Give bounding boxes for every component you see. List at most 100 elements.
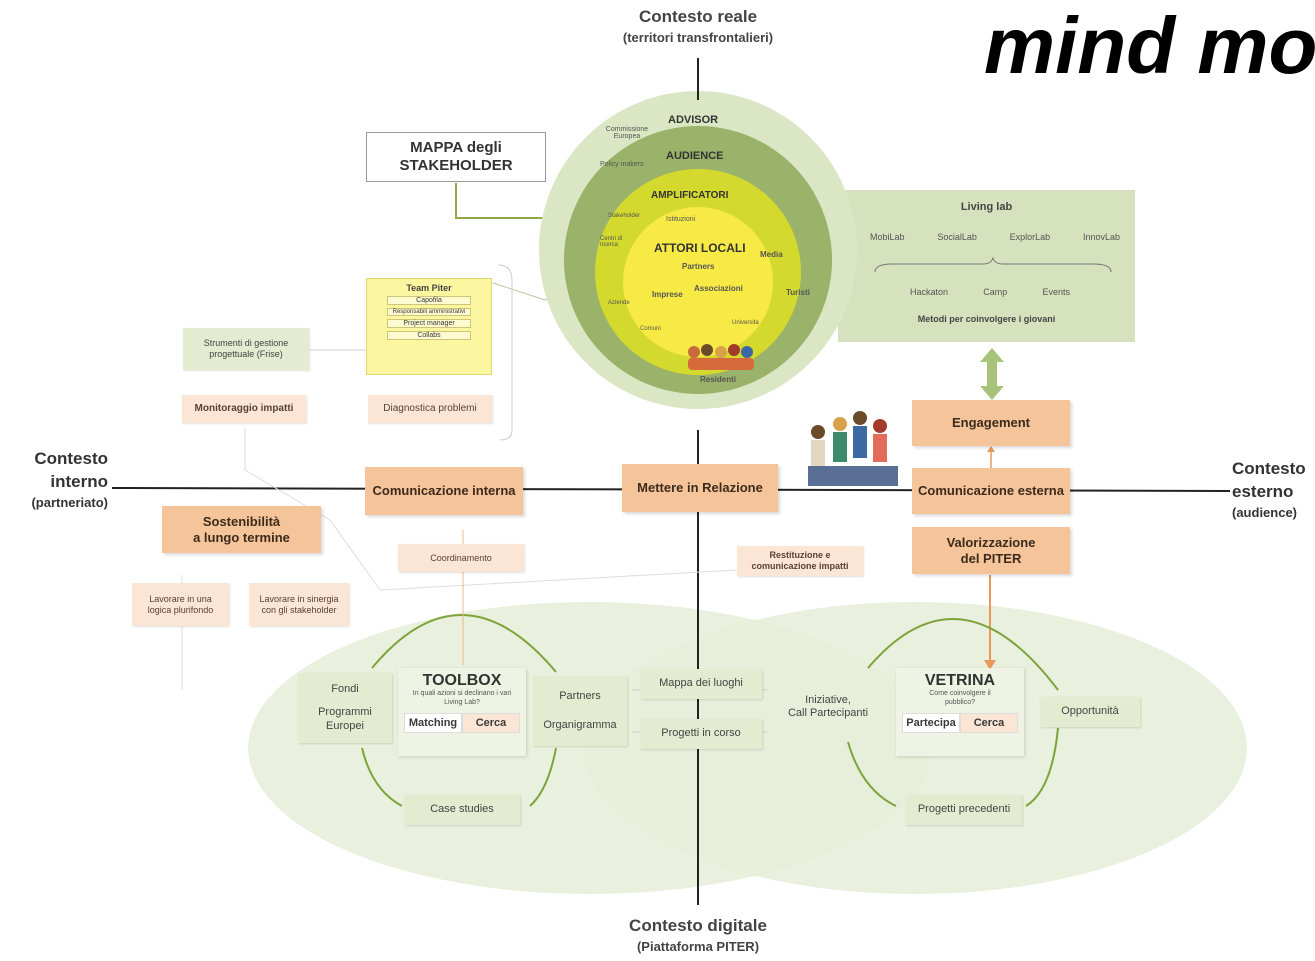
axis-right-sub: (audience) bbox=[1232, 504, 1298, 520]
toolbox-right-arc bbox=[529, 747, 557, 807]
lab-sociallab[interactable]: SocialLab bbox=[937, 232, 977, 242]
vetrina-cerca-button[interactable]: Cerca bbox=[960, 712, 1018, 733]
method-camp: Camp bbox=[983, 287, 1008, 297]
lavorare-sinergia-box: Lavorare in sinergia con gli stakeholder bbox=[249, 583, 349, 626]
axis-top-sub: (territori transfrontalieri) bbox=[622, 29, 774, 45]
opportunita-box[interactable]: Opportunità bbox=[1040, 697, 1140, 727]
living-lab-methods-caption: Metodi per coinvolgere i giovani bbox=[917, 314, 1056, 324]
residenti-label: Residenti bbox=[700, 375, 737, 384]
axis-bottom-title: Contesto digitale bbox=[629, 916, 767, 935]
toolbox-left-arc bbox=[361, 747, 403, 807]
team-piter-item-collabs: Collabs bbox=[387, 331, 471, 340]
monitoraggio-flow bbox=[244, 428, 738, 591]
team-piter-item-capofila: Capofila bbox=[387, 296, 471, 305]
axis-top-label: Contesto reale (territori transfrontalie… bbox=[598, 6, 798, 46]
axis-bottom-sub: (Piattaforma PITER) bbox=[636, 938, 760, 954]
living-lab-title: Living lab bbox=[960, 201, 1013, 213]
centri-label: Centri di ricerca bbox=[600, 236, 623, 248]
progetti-corso-box[interactable]: Progetti in corso bbox=[640, 719, 762, 749]
team-piter-item-pm: Project manager bbox=[387, 319, 471, 328]
fondi-label: Fondi bbox=[331, 683, 359, 696]
mappa-line2: STAKEHOLDER bbox=[399, 157, 513, 174]
turisti-label: Turisti bbox=[786, 288, 810, 297]
vetrina-buttons: Partecipa Cerca bbox=[902, 712, 1018, 733]
lavorare-plurifondo-box: Lavorare in una logica plurifondo bbox=[132, 583, 229, 626]
toolbox-matching-button[interactable]: Matching bbox=[404, 712, 462, 733]
toolbox-panel: TOOLBOX In quali azioni si declinano i v… bbox=[398, 668, 526, 756]
progetti-precedenti-box[interactable]: Progetti precedenti bbox=[906, 795, 1022, 825]
valorizzazione-box: Valorizzazione del PITER bbox=[912, 527, 1070, 574]
sostenibilita-line1: Sostenibilità bbox=[202, 513, 281, 529]
advisor-label: ADVISOR bbox=[668, 114, 719, 126]
axis-right-line2: esterno bbox=[1232, 481, 1294, 501]
vetrina-partecipa-button[interactable]: Partecipa bbox=[902, 712, 960, 733]
vetrina-left-arc bbox=[847, 741, 897, 807]
big-title: mind mo bbox=[984, 1, 1315, 90]
axis-left-line1: Contesto bbox=[34, 449, 108, 468]
vetrina-panel: VETRINA Come coinvolgere il pubblico? Pa… bbox=[896, 668, 1024, 756]
mettere-relazione-box: Mettere in Relazione bbox=[622, 464, 778, 512]
comunicazione-esterna-box: Comunicazione esterna bbox=[912, 468, 1070, 514]
partners-organigramma-box: Partners Organigramma bbox=[533, 676, 627, 746]
mappa-luoghi-box[interactable]: Mappa dei luoghi bbox=[640, 669, 762, 699]
team-piter-item-responsabili: Responsabili amministrativi bbox=[387, 308, 471, 316]
method-hackaton: Hackaton bbox=[910, 287, 949, 297]
axis-right-label: Contesto esterno (audience) bbox=[1232, 458, 1315, 521]
lab-innovlab[interactable]: InnovLab bbox=[1082, 232, 1120, 242]
axis-left-line2: interno bbox=[50, 471, 108, 491]
axis-bottom-label: Contesto digitale (Piattaforma PITER) bbox=[598, 915, 798, 955]
residenti-people-illustration bbox=[688, 344, 754, 370]
axis-right-line1: Contesto bbox=[1232, 459, 1306, 478]
imprese-label: Imprese bbox=[652, 290, 683, 299]
mappa-line1: MAPPA degli bbox=[410, 139, 502, 156]
coordinamento-box: Coordinamento bbox=[398, 544, 524, 572]
policy-label: Policy makers bbox=[600, 161, 644, 168]
restituzione-box: Restituzione e comunicazione impatti bbox=[737, 546, 863, 576]
comunicazione-interna-box: Comunicazione interna bbox=[365, 467, 523, 515]
engagement-box: Engagement bbox=[912, 400, 1070, 446]
living-lab-brace bbox=[874, 256, 1112, 273]
istituzioni-label: Istituzioni bbox=[666, 216, 696, 223]
fondi-box: Fondi Programmi Europei bbox=[298, 673, 392, 743]
vetrina-right-arc bbox=[1025, 727, 1059, 807]
axis-left-label: Contesto interno (partneriato) bbox=[8, 448, 108, 511]
bracket-line bbox=[497, 264, 513, 441]
diagnostica-box: Diagnostica problemi bbox=[368, 395, 492, 423]
vetrina-top-arc bbox=[867, 618, 1059, 691]
mappa-connector bbox=[455, 183, 548, 219]
valorizzazione-line1: Valorizzazione bbox=[946, 534, 1036, 550]
mappa-stakeholder-box: MAPPA degli STAKEHOLDER bbox=[366, 132, 546, 182]
associazioni-label: Associazioni bbox=[694, 284, 743, 293]
axis-top-title: Contesto reale bbox=[638, 7, 758, 26]
iniziative-box: Iniziative, Call Partecipanti bbox=[770, 684, 886, 730]
sostenibilita-box: Sostenibilità a lungo termine bbox=[162, 506, 321, 553]
partners-ring-label: Partners bbox=[682, 262, 715, 271]
sostenibilita-line2: a lungo termine bbox=[193, 529, 290, 545]
lab-explorlab[interactable]: ExplorLab bbox=[1009, 232, 1051, 242]
partners-label: Partners bbox=[559, 689, 601, 702]
audience-label: AUDIENCE bbox=[666, 150, 724, 162]
living-lab-labs: MobiLab SocialLab ExplorLab InnovLab bbox=[870, 232, 1120, 242]
stakeholder-small-label: Stakeholder bbox=[608, 213, 641, 219]
valorizzazione-line2: del PITER bbox=[960, 550, 1022, 566]
lab-mobilab[interactable]: MobiLab bbox=[870, 232, 905, 242]
jumping-people-illustration bbox=[808, 411, 898, 486]
toolbox-cerca-button[interactable]: Cerca bbox=[462, 712, 520, 733]
commissione-label: Commissione Europea bbox=[605, 126, 649, 140]
toolbox-subtitle: In quali azioni si declinano i vari Livi… bbox=[412, 690, 512, 706]
comuni-label: Comuni bbox=[640, 326, 661, 332]
toolbox-buttons: Matching Cerca bbox=[404, 712, 520, 733]
programmi-label: Programmi Europei bbox=[318, 706, 372, 732]
organigramma-label: Organigramma bbox=[543, 719, 617, 731]
method-events: Events bbox=[1042, 287, 1070, 297]
attori-ring bbox=[623, 207, 773, 357]
iniziative-line1: Iniziative, bbox=[805, 693, 851, 706]
case-studies-box: Case studies bbox=[404, 795, 520, 825]
strumenti-box: Strumenti di gestione progettuale (Frise… bbox=[183, 328, 309, 370]
toolbox-title: TOOLBOX bbox=[422, 672, 502, 689]
media-label: Media bbox=[760, 250, 783, 259]
axis-left-sub: (partneriato) bbox=[31, 494, 108, 510]
living-lab-methods: Hackaton Camp Events bbox=[910, 287, 1070, 297]
attori-locali-label: ATTORI LOCALI bbox=[654, 241, 746, 255]
amplificatori-label: AMPLIFICATORI bbox=[651, 190, 729, 201]
